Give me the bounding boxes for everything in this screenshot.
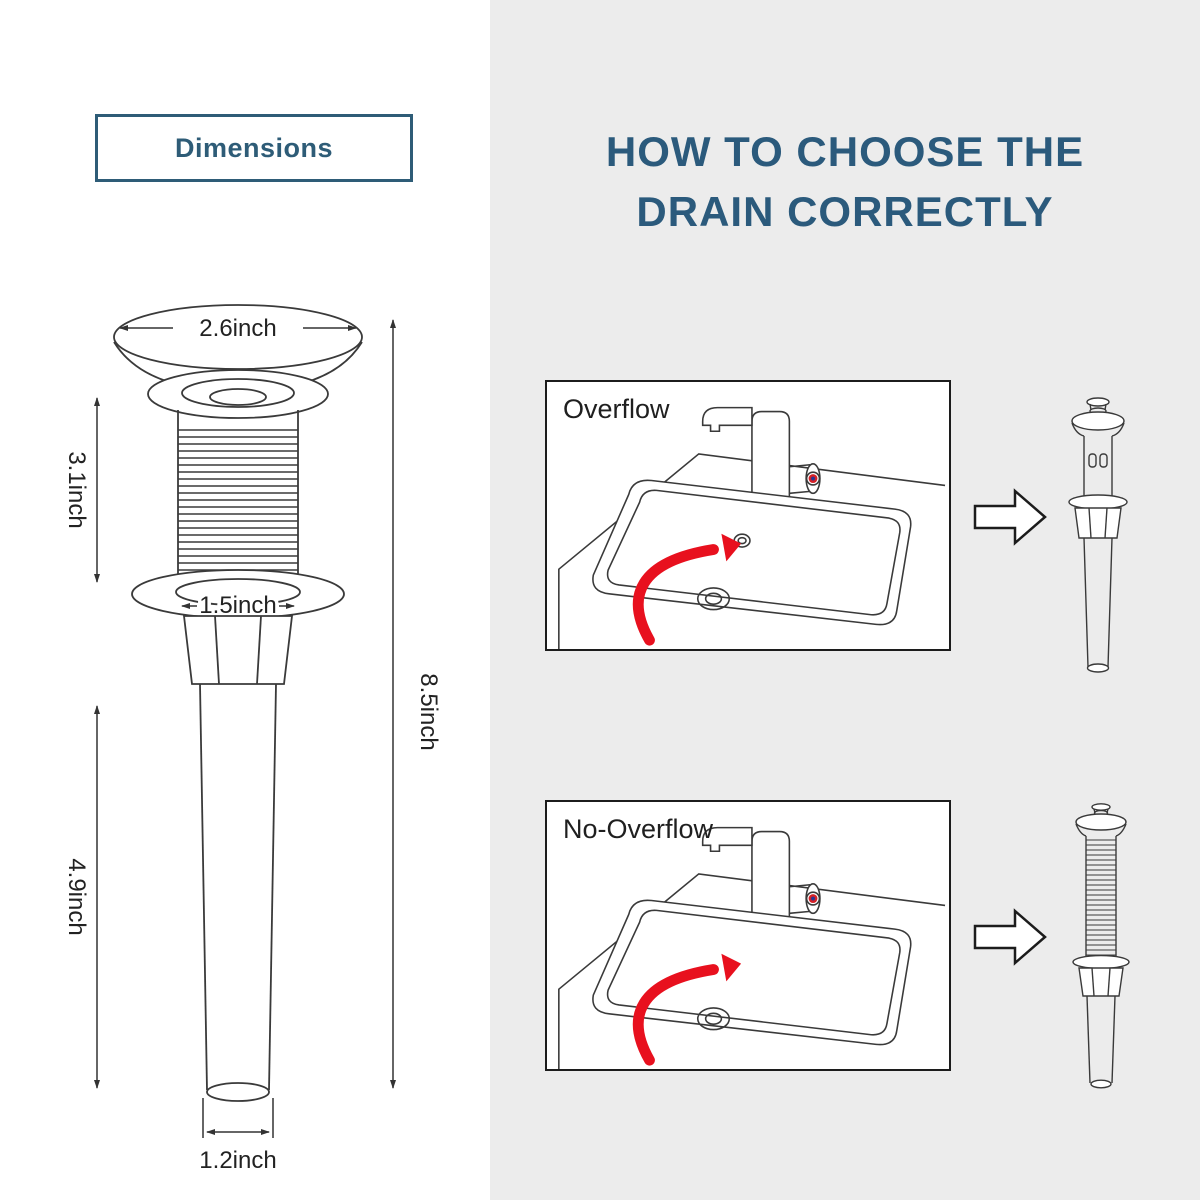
drain-hole xyxy=(696,1007,731,1031)
cap-width-label: 2.6inch xyxy=(199,315,276,342)
dimension-bottom-width: 1.2inch xyxy=(199,1098,277,1172)
dimension-total-height: 8.5inch xyxy=(390,319,442,1089)
right-arrow-icon xyxy=(973,488,1047,546)
overflow-drain-illustration xyxy=(1068,397,1128,673)
basin xyxy=(592,479,912,626)
red-pointer-arrow xyxy=(632,533,742,646)
dimension-tail-height: 4.9inch xyxy=(63,705,100,1089)
drain-dimension-drawing: 2.6inch 1.5inch xyxy=(63,304,442,1172)
guide-title-line2: DRAIN CORRECTLY xyxy=(636,188,1054,235)
overflow-sink-box: Overflow xyxy=(545,380,951,651)
no-overflow-sink-box: No-Overflow xyxy=(545,800,951,1071)
dimension-cap-width: 2.6inch xyxy=(119,315,357,342)
no-overflow-drain-parts xyxy=(1072,803,1130,1089)
drain-hole xyxy=(696,587,731,611)
faucet xyxy=(701,406,821,518)
total-height-label: 8.5inch xyxy=(415,673,442,750)
dimensions-title: Dimensions xyxy=(174,132,334,163)
no-overflow-label: No-Overflow xyxy=(563,814,714,844)
basin xyxy=(592,899,912,1046)
dimensions-panel: Dimensions 2.6inch xyxy=(0,0,490,1200)
guide-title-line1: HOW TO CHOOSE THE xyxy=(605,128,1085,175)
hex-nut xyxy=(182,615,294,685)
thread-height-label: 3.1inch xyxy=(63,451,90,528)
tail-height-label: 4.9inch xyxy=(63,858,90,935)
tailpiece-tube xyxy=(199,683,277,1102)
threaded-body xyxy=(177,410,299,588)
red-pointer-arrow xyxy=(632,953,742,1066)
dimension-thread-height: 3.1inch xyxy=(63,397,100,583)
right-arrow-icon xyxy=(973,908,1047,966)
overflow-slot-left xyxy=(1088,453,1097,468)
dimensions-title-box: Dimensions xyxy=(95,114,413,182)
guide-title: HOW TO CHOOSE THE DRAIN CORRECTLY xyxy=(490,122,1200,242)
thread-width-label: 1.5inch xyxy=(199,592,276,619)
overflow-sink-illustration xyxy=(558,406,946,649)
no-overflow-sink-illustration xyxy=(558,826,946,1069)
no-overflow-drain-illustration xyxy=(1072,803,1130,1089)
overflow-slot-right xyxy=(1099,453,1108,468)
thread-lines xyxy=(1086,839,1116,956)
overflow-label: Overflow xyxy=(563,394,670,424)
bottom-width-label: 1.2inch xyxy=(199,1147,276,1172)
faucet xyxy=(701,826,821,938)
drain-cap xyxy=(113,304,363,419)
how-to-choose-panel: HOW TO CHOOSE THE DRAIN CORRECTLY Overfl… xyxy=(490,0,1200,1200)
overflow-drain-parts xyxy=(1068,397,1128,673)
